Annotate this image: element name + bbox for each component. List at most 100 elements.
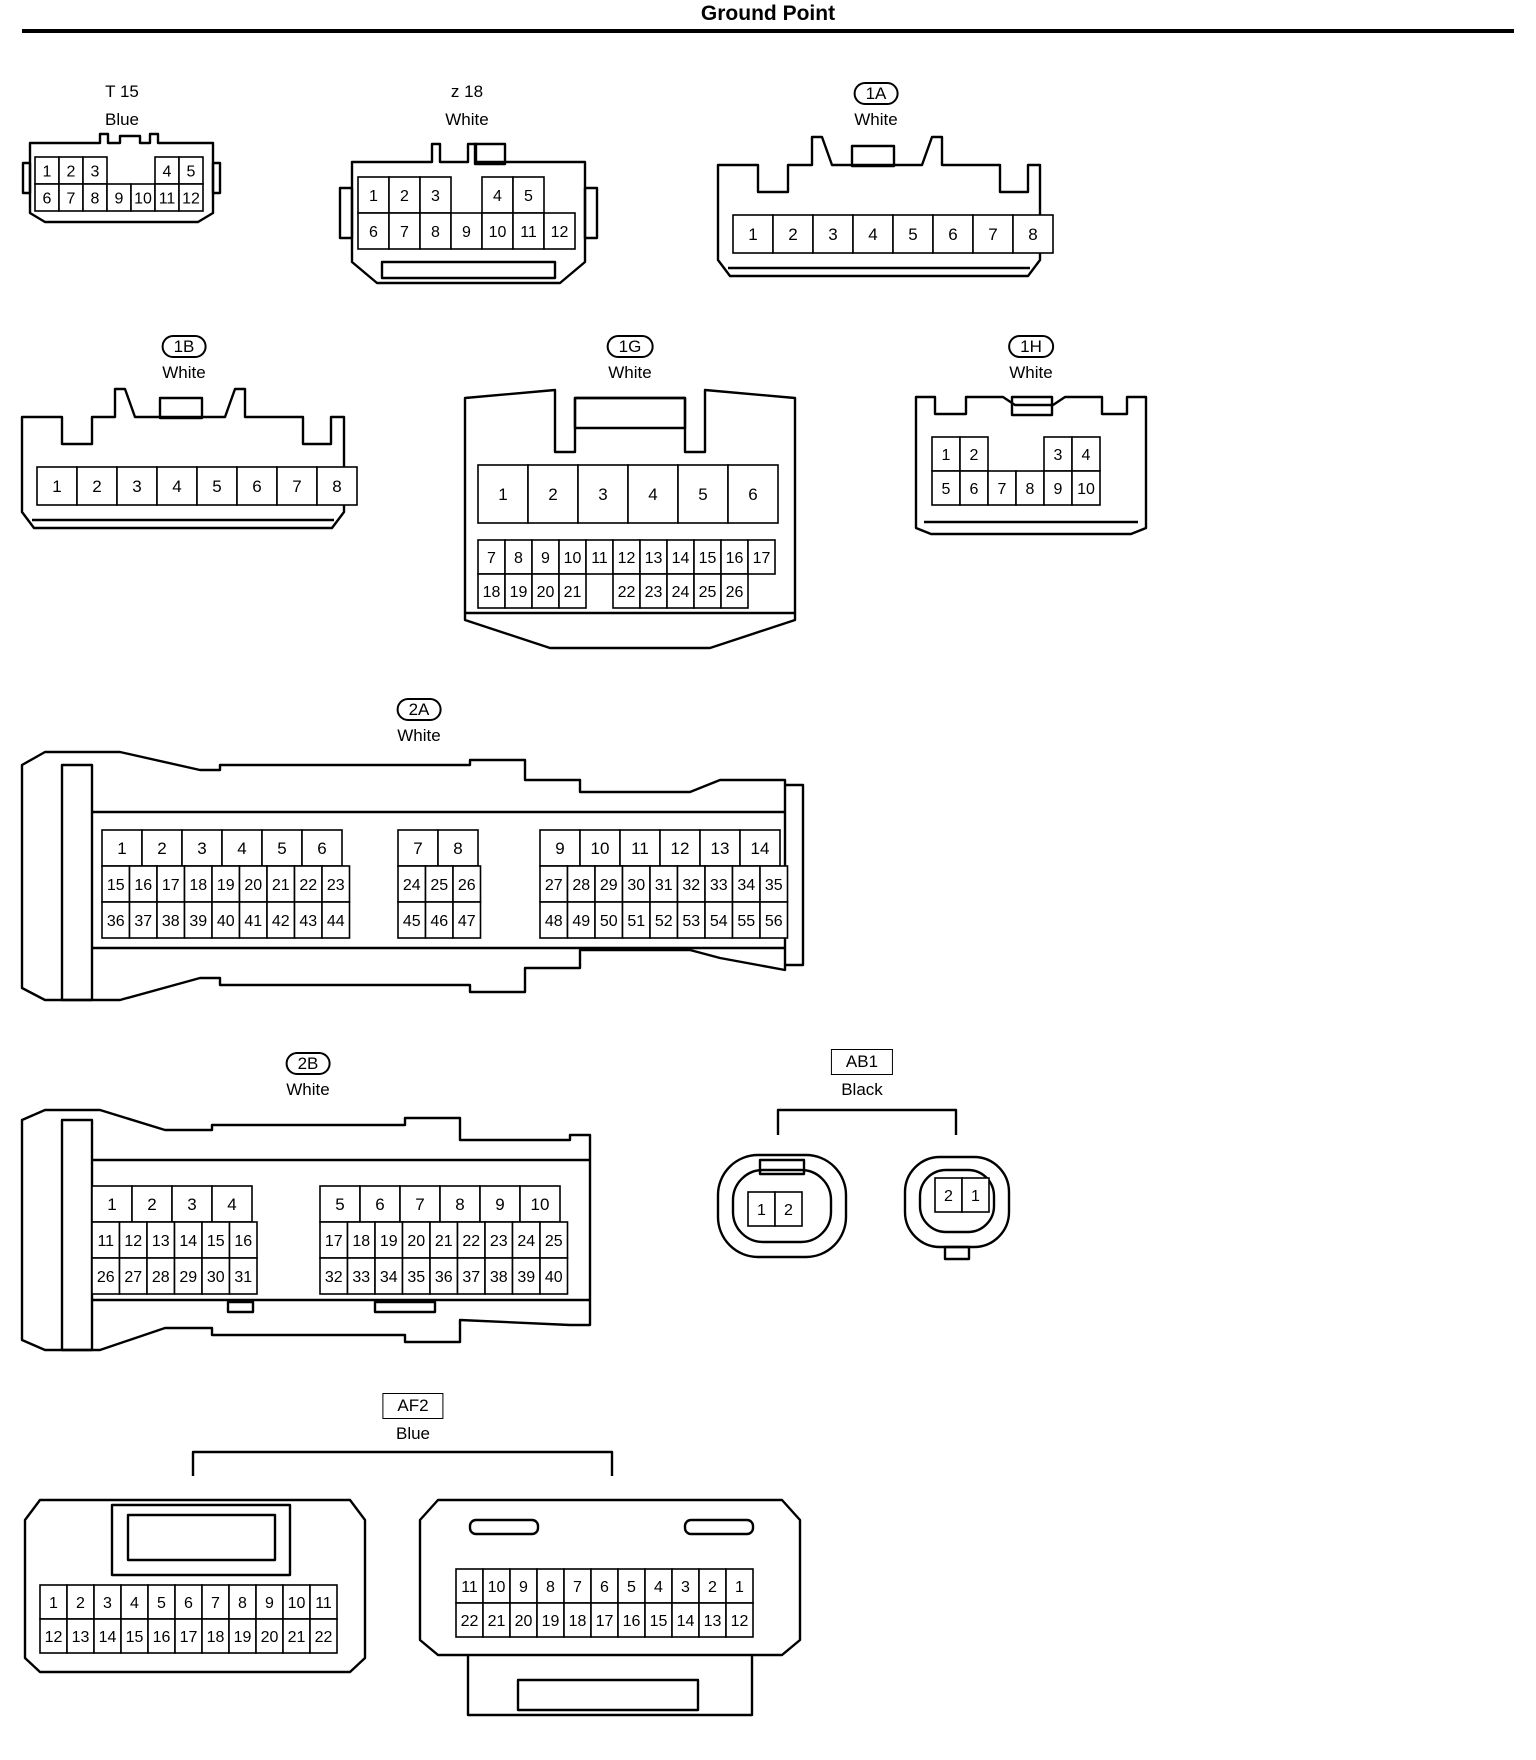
pin-number-c2b: 37 bbox=[462, 1269, 480, 1286]
pin-number-c2b: 12 bbox=[124, 1233, 142, 1250]
pin-number-c2b: 11 bbox=[97, 1233, 114, 1250]
pin-cell bbox=[666, 573, 695, 609]
pin-cell bbox=[511, 1221, 541, 1259]
pin-number-af2: 10 bbox=[288, 1595, 306, 1612]
pin-cell bbox=[725, 1602, 754, 1638]
pin-number-af2: 20 bbox=[515, 1613, 533, 1630]
pin-number-c2a: 29 bbox=[600, 877, 618, 894]
pin-cell bbox=[147, 1618, 176, 1654]
pin-number-z18: 7 bbox=[400, 224, 409, 241]
pin-number-c2a: 7 bbox=[413, 839, 422, 858]
connector-label-1h: 1H bbox=[1008, 335, 1054, 358]
pin-number-af2: 3 bbox=[103, 1595, 112, 1612]
pin-number-af2: 16 bbox=[153, 1629, 171, 1646]
pin-number-c2b: 5 bbox=[335, 1195, 344, 1214]
pin-cell bbox=[1071, 470, 1101, 506]
connector-label-ab1: AB1 bbox=[830, 1049, 894, 1075]
pin-number-c1h: 8 bbox=[1026, 481, 1035, 498]
pin-cell bbox=[539, 901, 569, 939]
pin-number-c2a: 9 bbox=[555, 839, 564, 858]
pin-number-c2a: 23 bbox=[327, 877, 345, 894]
pin-number-c1h: 5 bbox=[942, 481, 951, 498]
pin-cell bbox=[437, 829, 479, 867]
pin-number-af2: 4 bbox=[130, 1595, 139, 1612]
pin-number-c2a: 30 bbox=[627, 877, 645, 894]
pin-number-c1g: 8 bbox=[514, 550, 523, 567]
pin-number-c1g: 1 bbox=[498, 485, 507, 504]
pin-cell bbox=[93, 1618, 122, 1654]
pin-number-c1g: 19 bbox=[510, 584, 528, 601]
pin-cell bbox=[543, 212, 576, 250]
pin-number-af2: 12 bbox=[45, 1629, 63, 1646]
pin-number-af2: 15 bbox=[126, 1629, 144, 1646]
pin-cell bbox=[509, 1568, 538, 1604]
pin-number-c2a: 49 bbox=[572, 913, 590, 930]
pin-number-c2b: 20 bbox=[407, 1233, 425, 1250]
pin-number-c2a: 18 bbox=[189, 877, 207, 894]
pin-number-c2a: 32 bbox=[682, 877, 700, 894]
pin-number-c1a: 3 bbox=[828, 225, 837, 244]
pin-cell bbox=[319, 1221, 349, 1259]
pin-cell bbox=[388, 212, 421, 250]
pin-number-c2b: 10 bbox=[531, 1195, 550, 1214]
connector-color-1a: White bbox=[854, 110, 898, 129]
pin-cell bbox=[852, 214, 894, 254]
pin-number-c2b: 3 bbox=[187, 1195, 196, 1214]
pin-cell bbox=[698, 1568, 727, 1604]
pin-cell bbox=[309, 1618, 338, 1654]
pin-cell bbox=[812, 214, 854, 254]
pin-cell bbox=[388, 176, 421, 214]
pin-number-c2a: 51 bbox=[627, 913, 645, 930]
pin-cell bbox=[101, 865, 131, 903]
pin-cell bbox=[276, 466, 318, 506]
pin-number-c2a: 48 bbox=[545, 913, 563, 930]
pin-number-c2a: 25 bbox=[430, 877, 448, 894]
pin-number-t15: 10 bbox=[134, 190, 152, 207]
pin-number-c2b: 18 bbox=[352, 1233, 370, 1250]
pin-number-z18: 11 bbox=[520, 224, 537, 241]
pin-number-c2a: 28 bbox=[572, 877, 590, 894]
title-divider bbox=[22, 29, 1514, 33]
pin-number-c1h: 2 bbox=[970, 447, 979, 464]
pin-cell bbox=[120, 1584, 149, 1620]
pin-number-af2: 12 bbox=[731, 1613, 749, 1630]
pin-number-c2a: 46 bbox=[430, 913, 448, 930]
pin-number-c2b: 38 bbox=[490, 1269, 508, 1286]
pin-number-af2: 17 bbox=[596, 1613, 614, 1630]
pin-number-c2b: 24 bbox=[517, 1233, 535, 1250]
pin-cell bbox=[359, 1185, 401, 1223]
pin-number-af2: 7 bbox=[573, 1579, 582, 1596]
pin-number-c2b: 33 bbox=[352, 1269, 370, 1286]
pin-number-t15: 12 bbox=[182, 190, 200, 207]
pin-cell bbox=[93, 1584, 122, 1620]
pin-number-c2a: 41 bbox=[244, 913, 262, 930]
pin-number-c2b: 36 bbox=[435, 1269, 453, 1286]
pin-cell bbox=[612, 539, 641, 575]
pin-number-c2b: 29 bbox=[179, 1269, 197, 1286]
pin-number-c2a: 2 bbox=[157, 839, 166, 858]
pin-cell bbox=[34, 183, 60, 212]
pin-number-c2b: 39 bbox=[517, 1269, 535, 1286]
pin-cell bbox=[452, 865, 482, 903]
pin-number-c2a: 47 bbox=[458, 913, 476, 930]
pin-number-af2: 2 bbox=[76, 1595, 85, 1612]
pin-number-c1g: 7 bbox=[487, 550, 496, 567]
pin-number-af2: 15 bbox=[650, 1613, 668, 1630]
pin-number-af2: 8 bbox=[238, 1595, 247, 1612]
pin-number-c2a: 39 bbox=[189, 913, 207, 930]
pin-number-ab1: 1 bbox=[757, 1202, 766, 1219]
pin-number-af2: 10 bbox=[488, 1579, 506, 1596]
pin-number-z18: 4 bbox=[493, 188, 502, 205]
housing-1h bbox=[914, 395, 1148, 536]
pin-number-c1b: 6 bbox=[252, 477, 261, 496]
pin-number-c2a: 4 bbox=[237, 839, 246, 858]
pin-number-c1g: 13 bbox=[645, 550, 663, 567]
pin-number-t15: 7 bbox=[67, 190, 76, 207]
pin-number-t15: 11 bbox=[159, 190, 176, 207]
pin-cell bbox=[118, 1257, 148, 1295]
pin-number-c2a: 38 bbox=[162, 913, 180, 930]
pin-number-af2: 1 bbox=[49, 1595, 58, 1612]
pin-number-ab1: 2 bbox=[784, 1202, 793, 1219]
pin-number-z18: 5 bbox=[524, 188, 533, 205]
pin-cell bbox=[1015, 470, 1045, 506]
